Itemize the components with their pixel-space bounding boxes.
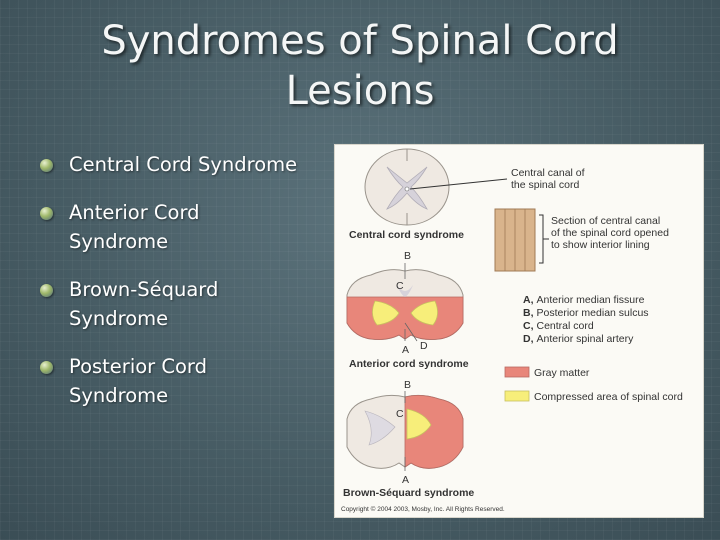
bullet-text-line-1: Brown-Séquard: [69, 278, 219, 301]
leader-line: [409, 178, 508, 190]
bullet-text-line-2: Syndrome: [69, 384, 169, 407]
panel-2-letter-c: C: [396, 280, 404, 292]
legend-label: Gray matter: [534, 367, 590, 379]
central-canal-label-1: Central canal of: [511, 167, 585, 179]
bullet-dot-icon: [40, 361, 53, 374]
bullet-dot-icon: [40, 284, 53, 297]
panel-3-letter-b: B: [404, 379, 411, 391]
panel-2-letter-b: B: [404, 250, 411, 262]
panel-2-letter-a: A: [402, 344, 409, 356]
key-text: Anterior median fissure: [537, 294, 645, 306]
bullet-text-line-2: Syndrome: [69, 307, 169, 330]
bullet-text-line-1: Posterior Cord: [69, 355, 207, 378]
bullet-central-cord: Central Cord Syndrome: [38, 150, 328, 179]
slide-title-line-2: Lesions: [285, 68, 435, 114]
section-label-1: Section of central canal: [551, 215, 660, 227]
bullet-list: Central Cord Syndrome Anterior Cord Synd…: [38, 150, 328, 410]
section-label-2: of the spinal cord opened: [551, 227, 669, 239]
figure-drawing: Central canal of the spinal cord Central…: [341, 148, 683, 513]
panel-3-letter-a: A: [402, 474, 409, 486]
key-letter: B,: [523, 307, 534, 319]
legend-swatch-compressed: [504, 390, 530, 402]
brown-sequard-cross-section: [346, 391, 464, 471]
key-letter: A,: [523, 294, 534, 306]
svg-text:C,Central cord: C,Central cord: [523, 320, 594, 332]
central-canal-label-2: the spinal cord: [511, 179, 579, 191]
key-letter: D,: [523, 333, 534, 345]
legend-swatch-gray-matter: [504, 366, 530, 378]
panel-2-caption: Anterior cord syndrome: [349, 358, 469, 370]
color-legend: Gray matter Compressed area of spinal co…: [504, 366, 683, 403]
legend-label: Compressed area of spinal cord: [534, 391, 683, 403]
key-text: Central cord: [537, 320, 594, 332]
key-text: Anterior spinal artery: [537, 333, 635, 345]
bullet-text-line-1: Anterior Cord: [69, 201, 200, 224]
section-label-3: to show interior lining: [551, 239, 650, 251]
canal-section-illustration: [494, 208, 549, 272]
figure-copyright: Copyright © 2004 2003, Mosby, Inc. All R…: [341, 505, 505, 513]
panel-2-letter-d: D: [420, 340, 428, 352]
bullet-text: Central Cord Syndrome: [69, 153, 298, 176]
bullet-anterior-cord: Anterior Cord Syndrome: [38, 198, 328, 256]
bullet-dot-icon: [40, 207, 53, 220]
central-cord-cross-section: [364, 148, 450, 226]
key-letter: C,: [523, 320, 534, 332]
spinal-cord-figure: Central canal of the spinal cord Central…: [334, 144, 704, 518]
bullet-brown-sequard: Brown-Séquard Syndrome: [38, 275, 328, 333]
panel-3-letter-c: C: [396, 408, 404, 420]
anterior-cord-cross-section: [346, 263, 464, 342]
key-text: Posterior median sulcus: [537, 307, 649, 319]
panel-3-caption: Brown-Séquard syndrome: [343, 487, 474, 499]
bullet-dot-icon: [40, 159, 53, 172]
panel-1-caption: Central cord syndrome: [349, 229, 464, 241]
svg-text:D,Anterior spinal artery: D,Anterior spinal artery: [523, 333, 634, 345]
slide-title: Syndromes of Spinal Cord Lesions: [40, 16, 680, 116]
bullet-text-line-2: Syndrome: [69, 230, 169, 253]
letter-key: A,Anterior median fissure B,Posterior me…: [523, 294, 649, 345]
bullet-posterior-cord: Posterior Cord Syndrome: [38, 352, 328, 410]
svg-text:A,Anterior median fissure: A,Anterior median fissure: [523, 294, 645, 306]
svg-text:B,Posterior median sulcus: B,Posterior median sulcus: [523, 307, 649, 319]
slide-title-line-1: Syndromes of Spinal Cord: [101, 18, 619, 64]
